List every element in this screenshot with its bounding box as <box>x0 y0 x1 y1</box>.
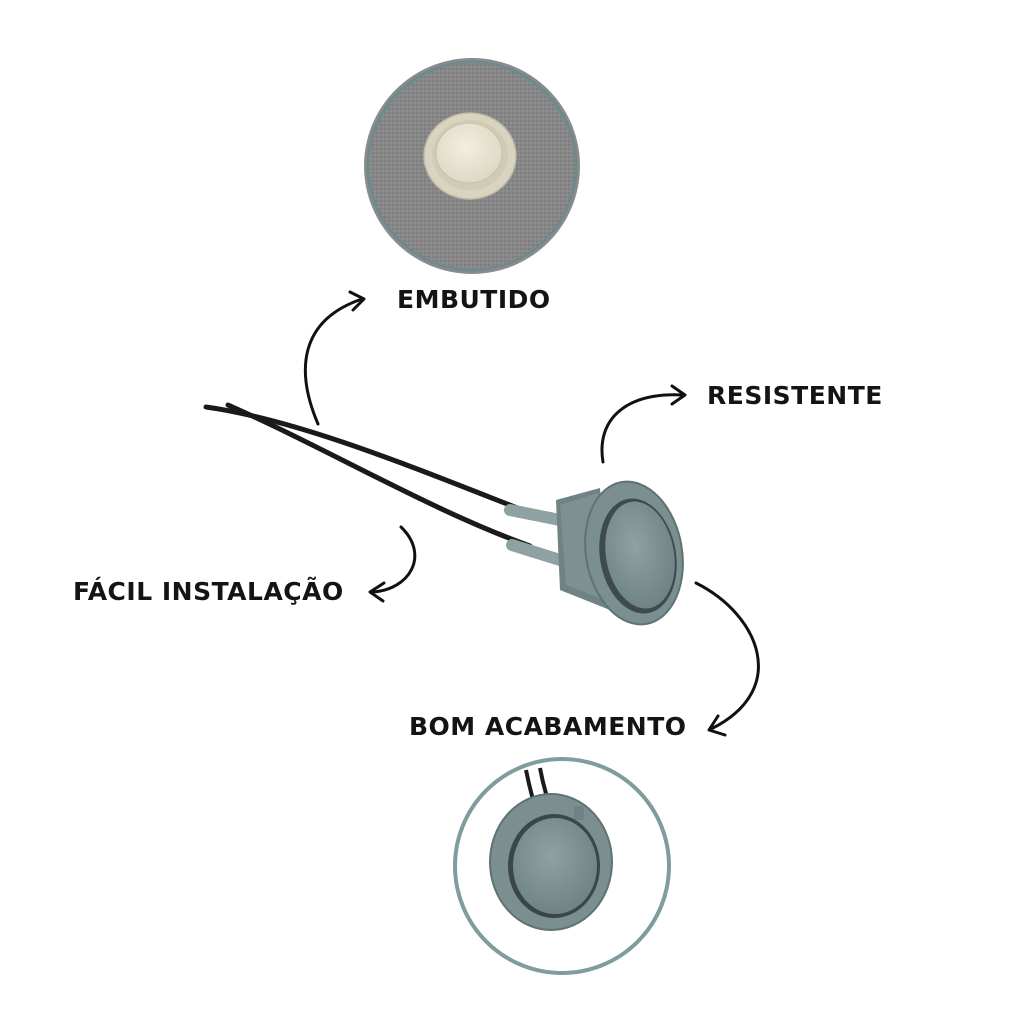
rocker-switch-image <box>203 402 684 626</box>
arrow-curved-icon <box>694 581 760 737</box>
feature-label-bom-acabamento: BOM ACABAMENTO <box>409 712 687 741</box>
feature-label-resistente: RESISTENTE <box>707 381 883 410</box>
arrow-curved-icon <box>303 290 366 426</box>
feature-label-facil-instalacao: FÁCIL INSTALAÇÃO <box>73 577 344 606</box>
arrow-curved-icon <box>600 384 687 464</box>
feature-label-embutido: EMBUTIDO <box>397 285 551 314</box>
switch-closeup-image <box>453 757 671 975</box>
wire-image <box>203 402 566 566</box>
arrow-curved-icon <box>368 525 417 603</box>
recessed-switch-image <box>364 58 580 274</box>
